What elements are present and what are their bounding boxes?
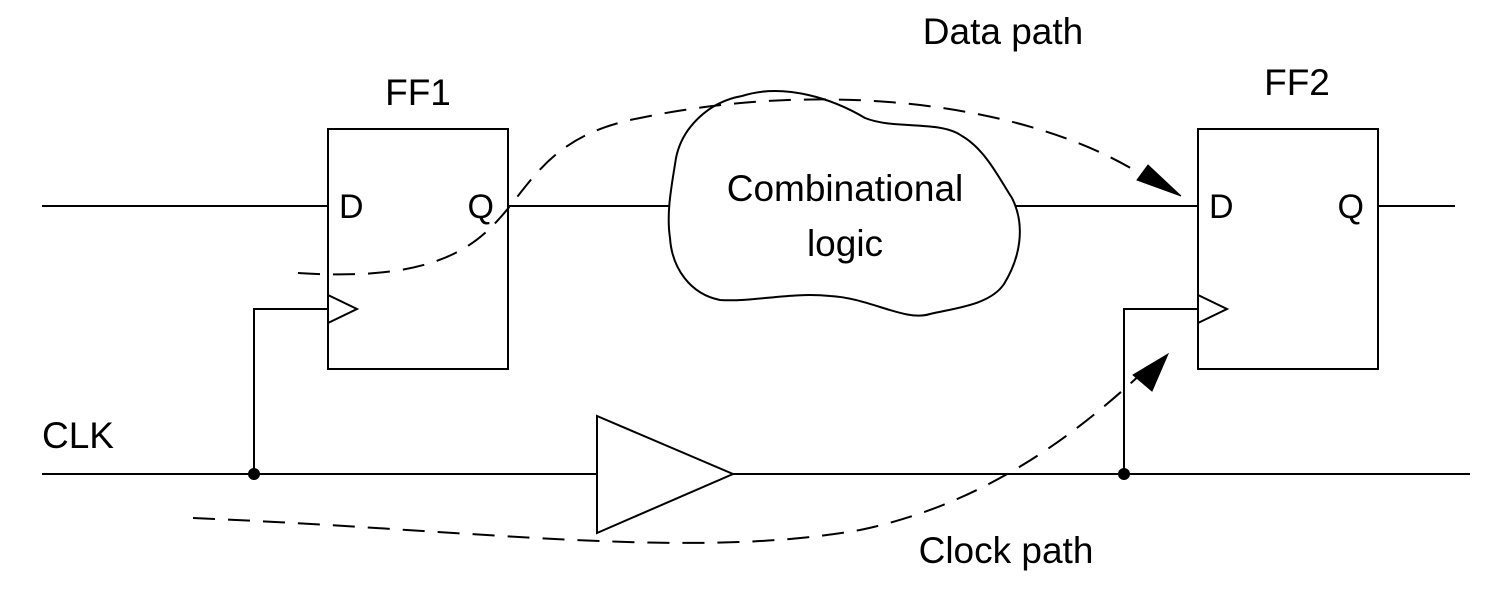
ff1-clock-triangle — [327, 294, 360, 324]
ff2-body — [1197, 128, 1379, 370]
ff2-clock-junction — [1118, 468, 1130, 480]
logic-cloud-outline — [667, 90, 1021, 317]
ff1-name: FF1 — [385, 72, 451, 113]
clk-label: CLK — [42, 415, 114, 456]
data-path-arrow — [297, 98, 1182, 276]
flip-flop-ff1: FF1 D Q — [327, 72, 509, 370]
ff1-body — [327, 128, 509, 370]
clock-path-arrow — [192, 352, 1170, 544]
ff1-clock-wire — [253, 308, 328, 474]
ff2-q-pin-label: Q — [1338, 188, 1364, 226]
ff2-clock-triangle — [1197, 294, 1230, 324]
clock-buffer — [596, 414, 736, 535]
ff1-d-pin-label: D — [339, 188, 364, 226]
flip-flop-ff2: FF2 D Q — [1197, 62, 1379, 370]
logic-label-line1: Combinational — [727, 168, 964, 209]
data-path-label: Data path — [923, 11, 1083, 52]
ff2-name: FF2 — [1264, 62, 1330, 103]
ff2-clock-wire — [1123, 308, 1198, 474]
ff2-d-pin-label: D — [1209, 188, 1234, 226]
combinational-logic-cloud: Combinational logic — [667, 90, 1021, 317]
clock-path-arrowhead — [1132, 352, 1170, 392]
clock-path-dashed-curve — [192, 371, 1144, 544]
clock-path-label: Clock path — [919, 530, 1094, 571]
data-path-dashed-curve — [297, 98, 1151, 276]
ff1-clock-junction — [248, 468, 260, 480]
logic-label-line2: logic — [807, 223, 883, 264]
ff1-q-pin-label: Q — [468, 188, 494, 226]
data-path-arrowhead — [1136, 164, 1182, 197]
